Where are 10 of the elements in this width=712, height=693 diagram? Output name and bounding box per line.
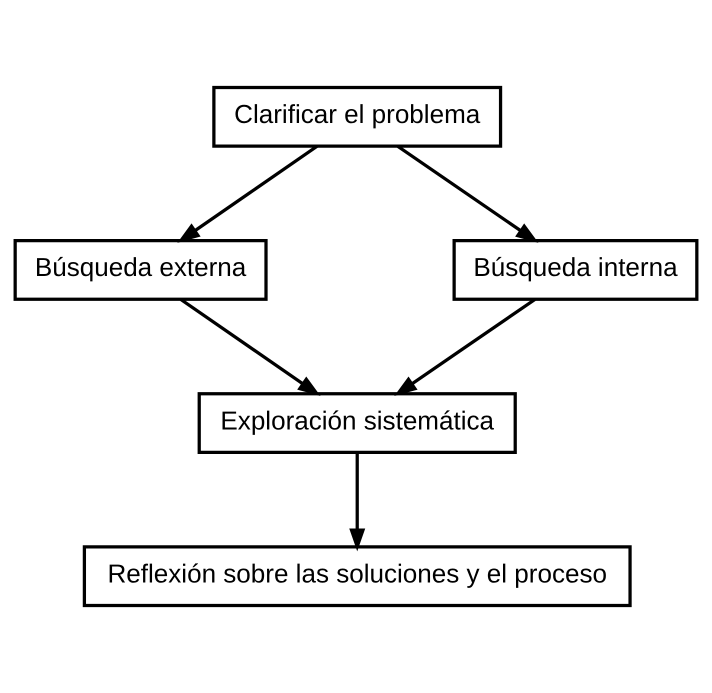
arrow	[394, 298, 536, 396]
arrow	[177, 144, 318, 243]
node-box: Reflexión sobre las soluciones y el proceso	[82, 545, 632, 608]
node-box: Clarificar el problema	[212, 86, 502, 148]
node-box: Búsqueda externa	[14, 239, 268, 301]
node-box: Exploración sistemática	[198, 392, 517, 454]
arrow	[180, 298, 321, 396]
arrow	[349, 452, 366, 552]
arrow	[396, 144, 538, 243]
node-box: Búsqueda interna	[452, 239, 698, 301]
